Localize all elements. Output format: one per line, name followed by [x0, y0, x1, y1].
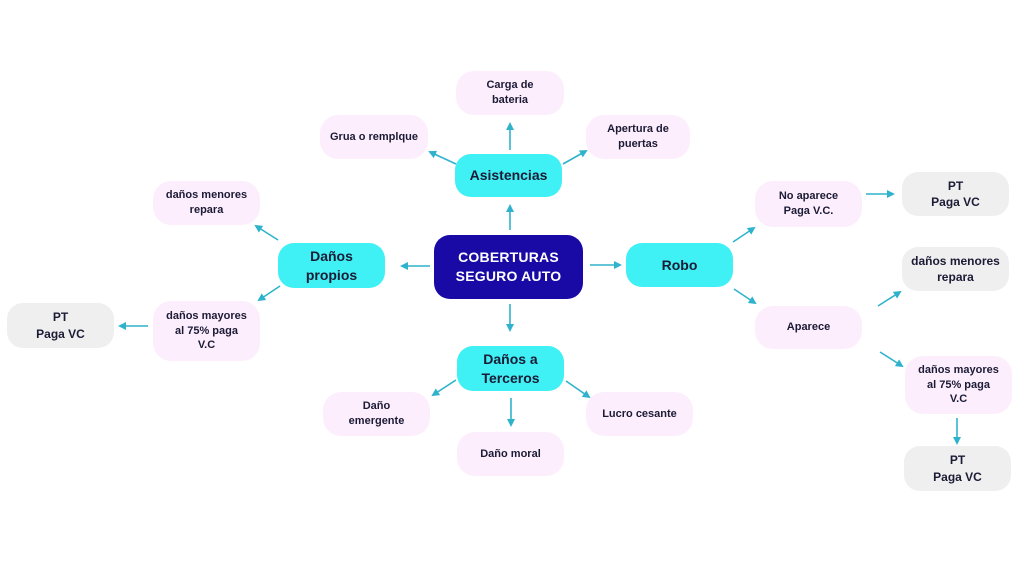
- center-node: COBERTURAS SEGURO AUTO: [434, 235, 583, 299]
- lucro-cesante-node: Lucro cesante: [586, 392, 693, 436]
- danos-propios-node: Daños propios: [278, 243, 385, 288]
- arrow-danos-propios-to-mayores: [257, 285, 281, 302]
- grua-node: Grua o remplque: [320, 115, 428, 159]
- bateria-node: Carga de bateria: [456, 71, 564, 115]
- danos-propios-menores-node: daños menores repara: [153, 181, 260, 225]
- arrow-danos-propios-to-menores: [254, 224, 279, 241]
- danos-propios-label: Daños propios: [305, 247, 358, 283]
- puertas-node: Apertura de puertas: [586, 115, 690, 159]
- asistencias-node: Asistencias: [455, 154, 562, 197]
- aparece-node: Aparece: [755, 306, 862, 349]
- aparece-mayores-node: daños mayores al 75% paga V.C: [905, 356, 1012, 414]
- arrow-robo-to-aparece: [733, 288, 757, 305]
- arrow-asistencias-to-puertas: [562, 150, 588, 165]
- dano-emergente-node: Daño emergente: [323, 392, 430, 436]
- arrow-asistencias-to-grua: [428, 150, 457, 165]
- arrow-aparece-to-menores: [877, 290, 902, 307]
- arrow-aparece-to-mayores: [879, 351, 904, 368]
- danos-propios-pt-node: PT Paga VC: [7, 303, 114, 348]
- arrow-robo-to-no-aparece: [732, 226, 756, 243]
- robo-label: Robo: [661, 256, 698, 273]
- arrow-terceros-to-lucro: [565, 380, 591, 399]
- arrow-terceros-to-emergente: [431, 379, 457, 397]
- danos-terceros-node: Daños a Terceros: [457, 346, 564, 391]
- aparece-pt-node: PT Paga VC: [904, 446, 1011, 491]
- danos-propios-mayores-node: daños mayores al 75% paga V.C: [153, 301, 260, 361]
- robo-node: Robo: [626, 243, 733, 287]
- no-aparece-node: No aparece Paga V.C.: [755, 181, 862, 227]
- dano-moral-node: Daño moral: [457, 432, 564, 476]
- aparece-menores-node: daños menores repara: [902, 247, 1009, 291]
- no-aparece-pt-node: PT Paga VC: [902, 172, 1009, 216]
- center-label: COBERTURAS SEGURO AUTO: [455, 249, 562, 284]
- danos-terceros-label: Daños a Terceros: [481, 350, 540, 386]
- asistencias-label: Asistencias: [469, 167, 548, 184]
